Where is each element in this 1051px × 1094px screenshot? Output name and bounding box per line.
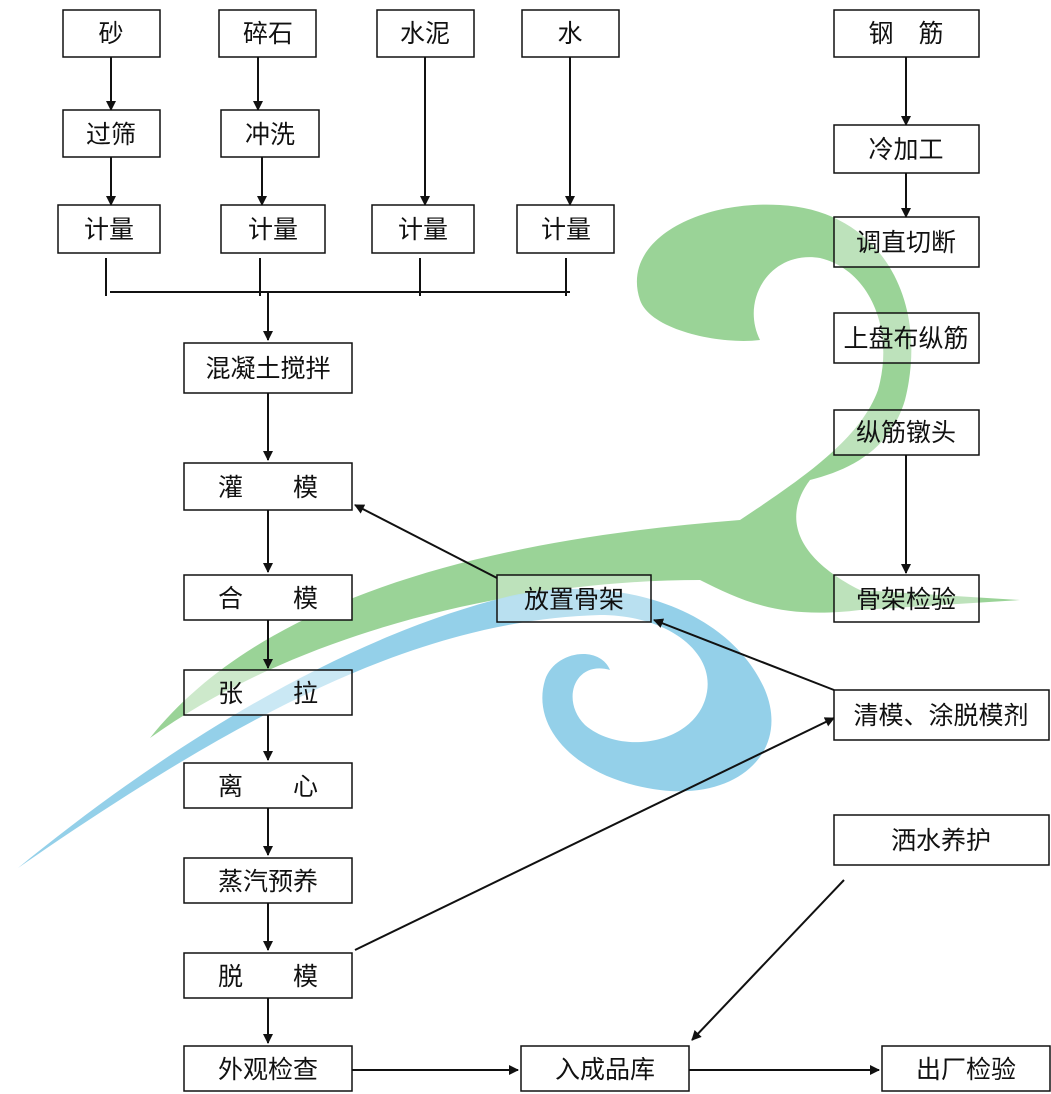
node-wash: 冲洗 bbox=[220, 109, 320, 158]
node-factory-inspect: 出厂检验 bbox=[881, 1045, 1051, 1092]
svg-text:入成品库: 入成品库 bbox=[555, 1055, 655, 1084]
node-mix: 混凝土搅拌 bbox=[183, 342, 353, 394]
node-demold: 脱 模 bbox=[183, 952, 353, 999]
flow-boxes: 砂 碎石 水泥 水 钢 筋 过筛 冲洗 冷加工 bbox=[57, 9, 1051, 1092]
node-measure-gravel: 计量 bbox=[220, 204, 326, 254]
svg-text:计量: 计量 bbox=[398, 215, 448, 244]
svg-text:脱 模: 脱 模 bbox=[218, 962, 318, 991]
node-straighten-cut: 调直切断 bbox=[833, 216, 980, 268]
svg-text:离 心: 离 心 bbox=[218, 772, 318, 801]
svg-text:外观检查: 外观检查 bbox=[218, 1055, 318, 1084]
node-warehouse: 入成品库 bbox=[520, 1045, 690, 1092]
svg-text:混凝土搅拌: 混凝土搅拌 bbox=[205, 354, 330, 383]
node-steel: 钢 筋 bbox=[833, 9, 980, 58]
node-gravel: 碎石 bbox=[218, 9, 317, 58]
svg-text:过筛: 过筛 bbox=[86, 120, 136, 149]
node-place-cage: 放置骨架 bbox=[496, 574, 652, 623]
node-water-cure: 洒水养护 bbox=[833, 814, 1050, 866]
svg-text:冲洗: 冲洗 bbox=[245, 120, 295, 149]
node-clean-mold: 清模、涂脱模剂 bbox=[833, 689, 1050, 741]
svg-text:计量: 计量 bbox=[248, 215, 298, 244]
watermark-logo bbox=[18, 204, 1020, 868]
svg-text:蒸汽预养: 蒸汽预养 bbox=[218, 867, 318, 896]
svg-text:砂: 砂 bbox=[98, 19, 123, 48]
node-sand: 砂 bbox=[62, 9, 161, 58]
node-cage-inspect: 骨架检验 bbox=[833, 574, 980, 623]
svg-text:钢 筋: 钢 筋 bbox=[868, 19, 943, 48]
node-measure-cement: 计量 bbox=[371, 204, 475, 254]
svg-text:上盘布纵筋: 上盘布纵筋 bbox=[843, 324, 968, 353]
svg-text:计量: 计量 bbox=[541, 215, 591, 244]
svg-text:水: 水 bbox=[557, 19, 582, 48]
node-centrifuge: 离 心 bbox=[183, 762, 353, 809]
svg-text:水泥: 水泥 bbox=[400, 19, 450, 48]
svg-text:清模、涂脱模剂: 清模、涂脱模剂 bbox=[853, 701, 1028, 730]
node-lay-bars: 上盘布纵筋 bbox=[833, 312, 980, 364]
node-measure-sand: 计量 bbox=[57, 204, 161, 254]
svg-text:调直切断: 调直切断 bbox=[856, 228, 956, 257]
node-water: 水 bbox=[521, 9, 620, 58]
svg-text:出厂检验: 出厂检验 bbox=[916, 1055, 1016, 1084]
watermark-green-swoosh bbox=[150, 204, 1020, 738]
svg-text:碎石: 碎石 bbox=[243, 19, 293, 48]
node-cement: 水泥 bbox=[376, 9, 475, 58]
node-tension: 张 拉 bbox=[183, 669, 353, 716]
watermark-blue-swoosh bbox=[18, 588, 772, 868]
svg-text:计量: 计量 bbox=[84, 215, 134, 244]
node-measure-water: 计量 bbox=[516, 204, 615, 254]
node-pour: 灌 模 bbox=[183, 462, 353, 511]
node-sieve: 过筛 bbox=[62, 109, 161, 158]
node-steam-cure: 蒸汽预养 bbox=[183, 857, 353, 904]
svg-text:灌 模: 灌 模 bbox=[218, 473, 318, 502]
node-close-mold: 合 模 bbox=[183, 574, 353, 621]
svg-text:合 模: 合 模 bbox=[218, 584, 318, 613]
svg-text:放置骨架: 放置骨架 bbox=[524, 585, 624, 614]
svg-text:骨架检验: 骨架检验 bbox=[856, 585, 956, 614]
node-inspect: 外观检查 bbox=[183, 1045, 353, 1092]
node-heading: 纵筋镦头 bbox=[833, 409, 980, 456]
svg-text:冷加工: 冷加工 bbox=[868, 135, 943, 164]
svg-text:纵筋镦头: 纵筋镦头 bbox=[856, 418, 956, 447]
connectors bbox=[105, 57, 911, 1075]
node-cold-work: 冷加工 bbox=[833, 124, 980, 174]
svg-text:洒水养护: 洒水养护 bbox=[891, 826, 991, 855]
svg-text:张 拉: 张 拉 bbox=[218, 679, 318, 708]
